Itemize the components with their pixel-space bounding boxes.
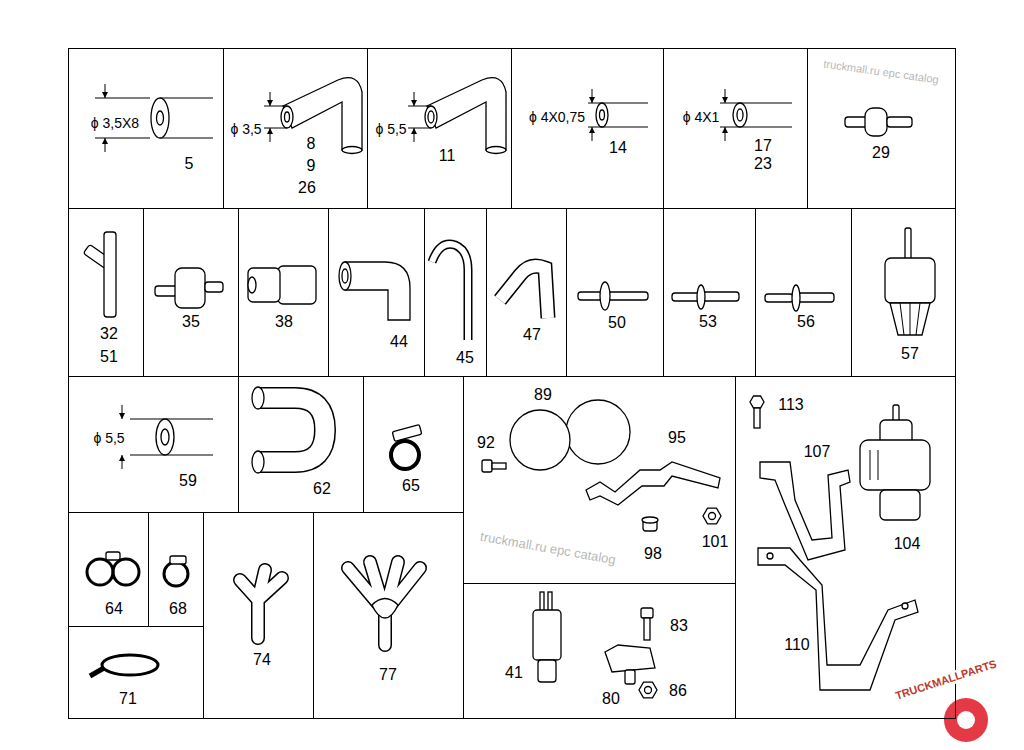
parts-cell: ϕ 3,5 8 9 26 [223,48,368,209]
parts-cell: 65 [363,376,464,513]
callout-number: 53 [699,314,717,330]
parts-cell: 50 [566,208,664,377]
dimension-label: ϕ 5,5 [93,431,124,445]
callout-number: 35 [182,314,200,330]
dimension-label: ϕ 4X0,75 [529,110,585,124]
callout-number: 83 [670,618,688,634]
callout-number: 110 [784,637,810,653]
callout-number: 68 [169,601,187,617]
callout-number: 101 [702,534,729,550]
watermark: truckmall.ru epc catalog [479,530,616,567]
parts-cell: ϕ 4X1 17 23 [663,48,808,209]
callout-number: 95 [668,430,686,446]
callout-number: 41 [505,665,523,681]
callout-number: 65 [402,478,420,494]
callout-number: 9 [307,158,316,174]
callout-number: 62 [313,481,331,497]
parts-cell: 44 [328,208,425,377]
callout-number: 51 [100,349,118,365]
parts-cell: 45 [424,208,487,377]
callout-number: 74 [253,652,271,668]
callout-number: 8 [307,136,316,152]
parts-cell: 3251 [68,208,144,377]
dimension-label: ϕ 3,5X8 [91,116,139,130]
callout-number: 17 [754,138,772,154]
parts-cell: 68 [148,512,204,627]
callout-number: 113 [778,397,804,413]
parts-cell: 38 [238,208,329,377]
callout-number: 92 [477,435,495,451]
callout-number: 80 [602,691,620,707]
callout-number: 29 [872,145,890,161]
dimension-label: ϕ 4X1 [683,110,720,124]
parts-cell: 41 83 80 86 [463,583,736,719]
callout-number: 26 [298,180,316,196]
parts-cell: 64 [68,512,149,627]
callout-number: 45 [456,350,474,366]
callout-number: 107 [804,444,831,460]
callout-number: 59 [179,473,197,489]
parts-cell: 74 [203,512,314,719]
dimension-label: ϕ 5,5 [375,122,406,136]
callout-number: 23 [754,156,772,172]
parts-cell: 77 [313,512,464,719]
parts-cell: 35 [143,208,239,377]
callout-number: 64 [105,601,123,617]
callout-number: 89 [534,387,552,403]
callout-number: 57 [901,346,919,362]
parts-cell: 47 [486,208,567,377]
dimension-label: ϕ 3,5 [230,122,261,136]
callout-number: 14 [609,140,627,156]
parts-cell: ϕ 4X0,75 14 [511,48,664,209]
callout-number: 56 [797,314,815,330]
callout-number: 32 [100,326,118,342]
callout-number: 77 [379,667,397,683]
callout-number: 71 [119,691,137,707]
parts-cell: ϕ 5,5 59 [68,376,239,513]
callout-number: 98 [644,546,662,562]
callout-number: 50 [608,315,626,331]
parts-cell: 53 [663,208,756,377]
callout-number: 5 [185,156,194,172]
callout-number: 47 [523,327,541,343]
callout-number: 38 [275,314,293,330]
callout-number: 44 [390,334,408,350]
parts-cell: 57 [851,208,956,377]
parts-cell: ϕ 5,5 11 [367,48,512,209]
parts-cell: 71 [68,626,204,719]
logo-text: TRUCKMALLPARTS [891,657,1001,704]
parts-cell: ϕ 3,5X8 5 [68,48,224,209]
parts-cell: 113 107 104 110 [735,376,956,719]
parts-cell: 56 [755,208,852,377]
watermark: truckmall.ru epc catalog [823,58,940,85]
parts-cell: 62 [238,376,364,513]
callout-number: 11 [439,148,456,164]
callout-number: 104 [894,536,921,552]
callout-number: 86 [669,683,687,699]
